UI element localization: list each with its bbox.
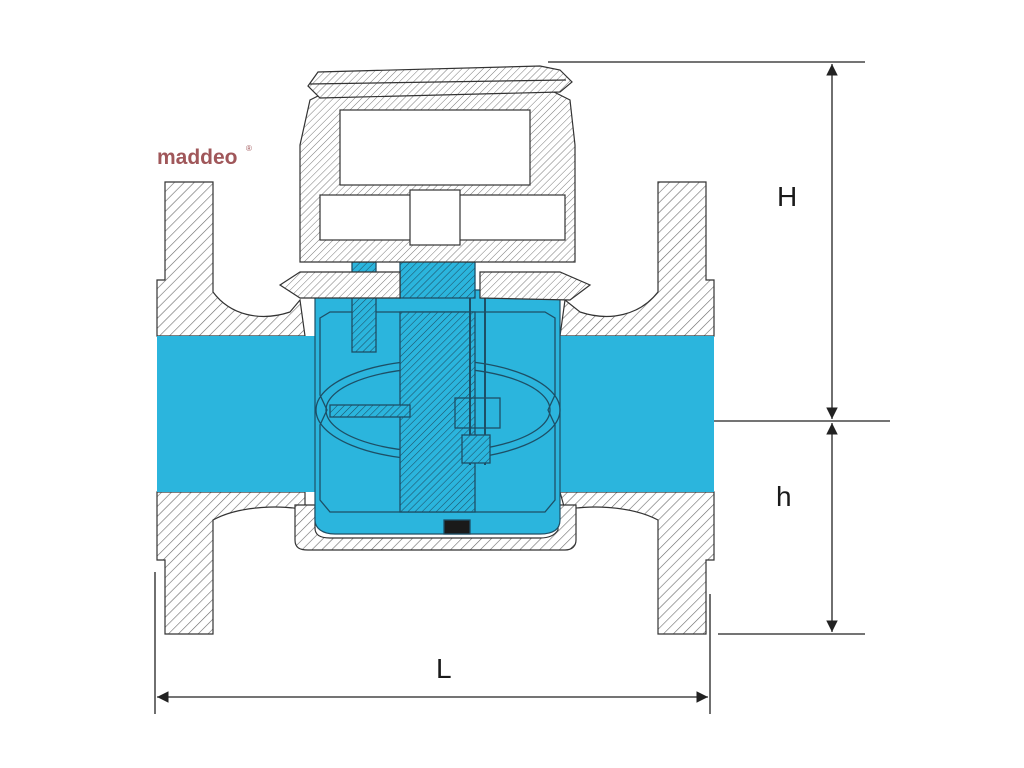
right-flange (559, 181, 715, 337)
right-flange-lower (559, 491, 715, 635)
bearing-lower (461, 434, 491, 464)
register-head (299, 65, 576, 263)
dimension-H-label: H (777, 181, 797, 212)
shaft-horizontal (329, 404, 411, 418)
brand-logo: maddeo ® (157, 144, 252, 169)
bearing-box (454, 397, 501, 429)
brand-name: maddeo (157, 146, 238, 169)
left-flange (156, 181, 306, 337)
meter-body (156, 181, 715, 635)
bottom-plug (443, 519, 471, 535)
lid-edge (309, 79, 567, 85)
dimension-L-label: L (436, 653, 452, 684)
register-center-shaft (409, 189, 461, 246)
registered-mark: ® (246, 144, 252, 153)
cover-flange (278, 271, 401, 299)
register-dial-window (339, 109, 531, 186)
cover-flange-right (479, 271, 592, 301)
dimension-lines (154, 61, 890, 714)
cover-plate (278, 271, 592, 301)
turbine-rotor (399, 311, 476, 513)
left-flange-lower (156, 491, 306, 635)
dimension-h-label: h (776, 481, 792, 512)
insert-housing (319, 311, 556, 513)
